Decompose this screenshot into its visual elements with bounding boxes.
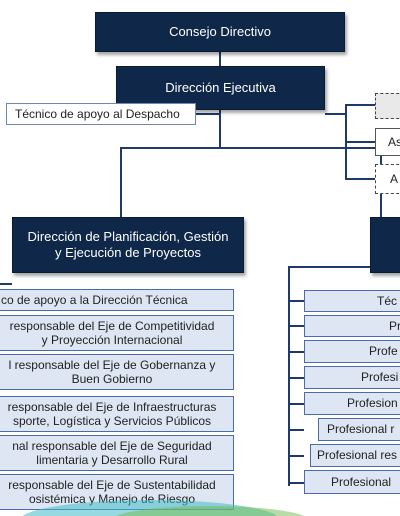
planificacion-item: responsable del Eje de Infraestructuras … bbox=[0, 396, 234, 432]
right-column-tick bbox=[288, 429, 304, 431]
connector-planificacion-drop bbox=[120, 147, 122, 217]
connector-right-side-tick-3 bbox=[345, 178, 375, 180]
right-column-item: Téc bbox=[304, 290, 400, 312]
connector-right-side-horizontal bbox=[325, 113, 345, 115]
tecnico-despacho-label: Técnico de apoyo al Despacho bbox=[15, 106, 180, 121]
right-column-item-label: Profesi bbox=[361, 370, 399, 385]
direccion-planificacion-label-line1: Dirección de Planificación, Gestión bbox=[27, 229, 229, 245]
connector-right-column-top bbox=[288, 266, 370, 268]
connector-direccion-trunk bbox=[219, 110, 221, 148]
planificacion-item: nal responsable del Eje de Seguridad lim… bbox=[0, 435, 234, 471]
connector-main-horizontal bbox=[120, 147, 400, 149]
consejo-directivo-label: Consejo Directivo bbox=[169, 24, 271, 40]
direccion-ejecutiva-label: Dirección Ejecutiva bbox=[165, 80, 276, 96]
right-column-item: Profesion bbox=[304, 392, 400, 415]
right-column-tick bbox=[288, 455, 304, 457]
planificacion-item-label-line1: responsable del Eje de Sustentabilidad bbox=[8, 477, 216, 492]
right-column-item: Pr bbox=[304, 315, 400, 337]
right-side-box-2: As bbox=[375, 128, 400, 156]
right-column-tick bbox=[288, 300, 304, 302]
right-column-item-label: Profesional res bbox=[317, 448, 398, 463]
planificacion-item: co de apoyo a la Dirección Técnica bbox=[0, 289, 234, 311]
right-column-item: Profesional r bbox=[318, 418, 400, 441]
right-column-item-label: Téc bbox=[377, 293, 398, 308]
planificacion-item-label: co de apoyo a la Dirección Técnica bbox=[1, 292, 188, 307]
tecnico-despacho-box: Técnico de apoyo al Despacho bbox=[6, 103, 196, 125]
right-column-item: Profesi bbox=[304, 366, 400, 389]
right-direccion-box bbox=[370, 217, 400, 273]
connector-right-side-tick-1 bbox=[345, 104, 375, 106]
right-column-item: Profesional res bbox=[310, 444, 400, 467]
right-side-box-label: As bbox=[388, 134, 400, 149]
planificacion-item-label-line2: sporte, Logística y Servicios Públicos bbox=[12, 414, 212, 428]
decorative-swoosh-green bbox=[110, 506, 310, 516]
right-column-item-label: Profe bbox=[369, 344, 398, 359]
planificacion-item-label-line1: responsable del Eje de Infraestructuras bbox=[7, 399, 217, 414]
planificacion-item-label-line1: l responsable del Eje de Gobernanza y bbox=[8, 357, 216, 372]
right-column-item-label: Profesional r bbox=[327, 422, 395, 437]
right-column-item-label: Profesional bbox=[331, 474, 392, 489]
right-column-tick bbox=[288, 325, 304, 327]
right-column-item: Profe bbox=[304, 340, 400, 363]
planificacion-item: responsable del Eje de Competitividad y … bbox=[0, 315, 234, 351]
connector-planificacion-stub bbox=[0, 283, 12, 285]
direccion-planificacion-label-line2: y Ejecución de Proyectos bbox=[55, 245, 201, 260]
planificacion-item-label-line2: limentaria y Desarrollo Rural bbox=[36, 453, 188, 467]
consejo-directivo-box: Consejo Directivo bbox=[95, 12, 345, 52]
right-column-tick bbox=[288, 482, 304, 484]
right-column-tick bbox=[288, 377, 304, 379]
right-side-dashed-box-3: A bbox=[375, 164, 400, 194]
connector-right-column-vertical bbox=[288, 266, 290, 486]
planificacion-item: l responsable del Eje de Gobernanza y Bu… bbox=[0, 354, 234, 390]
right-column-item-label: Pr bbox=[389, 318, 400, 333]
planificacion-item-label-line1: nal responsable del Eje de Seguridad bbox=[12, 438, 212, 453]
right-column-item: Profesional bbox=[304, 470, 400, 494]
connector-despacho-branch bbox=[196, 113, 220, 115]
direccion-ejecutiva-box: Dirección Ejecutiva bbox=[116, 66, 325, 110]
connector-right-side-tick-2 bbox=[345, 141, 375, 143]
planificacion-item-label-line1: responsable del Eje de Competitividad bbox=[9, 318, 215, 333]
connector-consejo-direccion bbox=[219, 52, 221, 66]
right-column-tick bbox=[288, 403, 304, 405]
right-column-tick bbox=[288, 351, 304, 353]
planificacion-item-label-line2: Buen Gobierno bbox=[71, 372, 153, 386]
direccion-planificacion-box: Dirección de Planificación, Gestión y Ej… bbox=[12, 217, 244, 273]
right-side-box-label: A bbox=[390, 171, 399, 186]
right-side-dashed-box-1 bbox=[375, 93, 400, 119]
right-column-item-label: Profesion bbox=[347, 396, 398, 411]
planificacion-item-label-line2: y Proyección Internacional bbox=[41, 333, 183, 347]
